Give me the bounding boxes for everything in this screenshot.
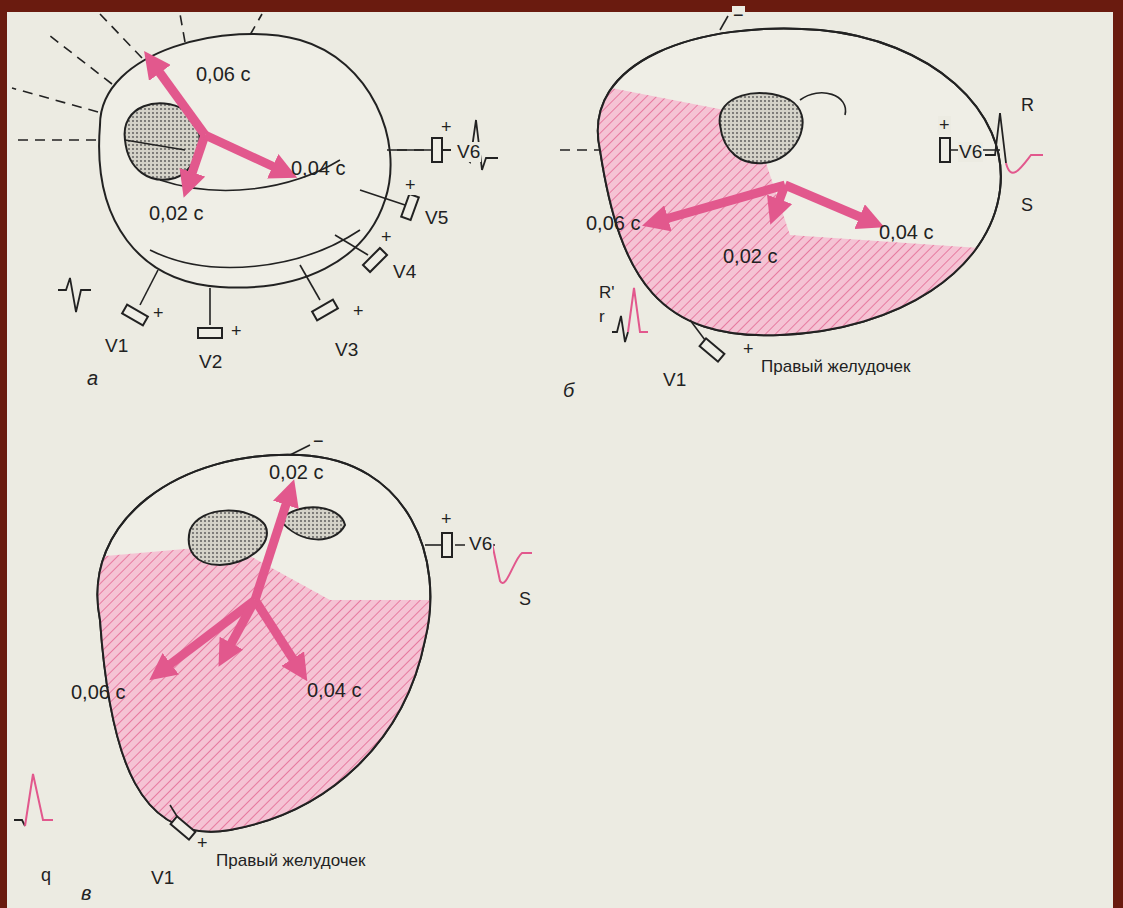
polarity-sign: + — [440, 118, 453, 137]
lead-label: V1 — [150, 868, 175, 888]
polarity-sign: + — [196, 834, 209, 853]
lead-label: V3 — [334, 340, 359, 360]
polarity-sign: + — [152, 304, 165, 323]
lead-label: V2 — [198, 352, 223, 372]
panel-letter: а — [86, 368, 99, 389]
polarity-sign: + — [742, 340, 755, 359]
polarity-sign: + — [938, 116, 951, 135]
lead-label: V1 — [104, 336, 129, 356]
panel-letter: в — [80, 883, 92, 904]
timing-label: 0,04 с — [290, 158, 346, 179]
timing-label: 0,04 с — [306, 680, 362, 701]
polarity-sign: + — [380, 228, 393, 247]
polarity-sign: − — [312, 432, 325, 451]
lead-label: V6 — [468, 534, 493, 554]
polarity-sign: + — [404, 176, 417, 195]
wave-label: R' — [598, 284, 616, 302]
wave-label: S — [1020, 196, 1034, 215]
timing-label: 0,02 с — [722, 246, 778, 267]
wave-label: q — [40, 866, 52, 885]
wave-label: r — [598, 308, 606, 326]
lead-label: V4 — [392, 262, 417, 282]
wave-label: S — [518, 590, 532, 609]
timing-label: 0,02 с — [148, 203, 204, 224]
timing-label: 0,04 с — [878, 222, 934, 243]
polarity-sign: + — [230, 322, 243, 341]
structure-label: Правый желудочек — [760, 358, 911, 376]
panel-letter: б — [562, 380, 575, 401]
timing-label: 0,06 с — [70, 682, 126, 703]
polarity-sign: + — [440, 510, 453, 529]
timing-label: 0,06 с — [585, 213, 641, 234]
structure-label: Правый желудочек — [215, 852, 366, 870]
polarity-sign: + — [352, 302, 365, 321]
lead-label: V6 — [456, 142, 481, 162]
lead-label: V1 — [662, 370, 687, 390]
wave-label: R — [1020, 96, 1035, 115]
lead-label: V5 — [424, 208, 449, 228]
timing-label: 0,02 с — [268, 462, 324, 483]
lead-label: V6 — [958, 142, 983, 162]
timing-label: 0,06 с — [195, 64, 251, 85]
polarity-sign: − — [732, 6, 745, 25]
